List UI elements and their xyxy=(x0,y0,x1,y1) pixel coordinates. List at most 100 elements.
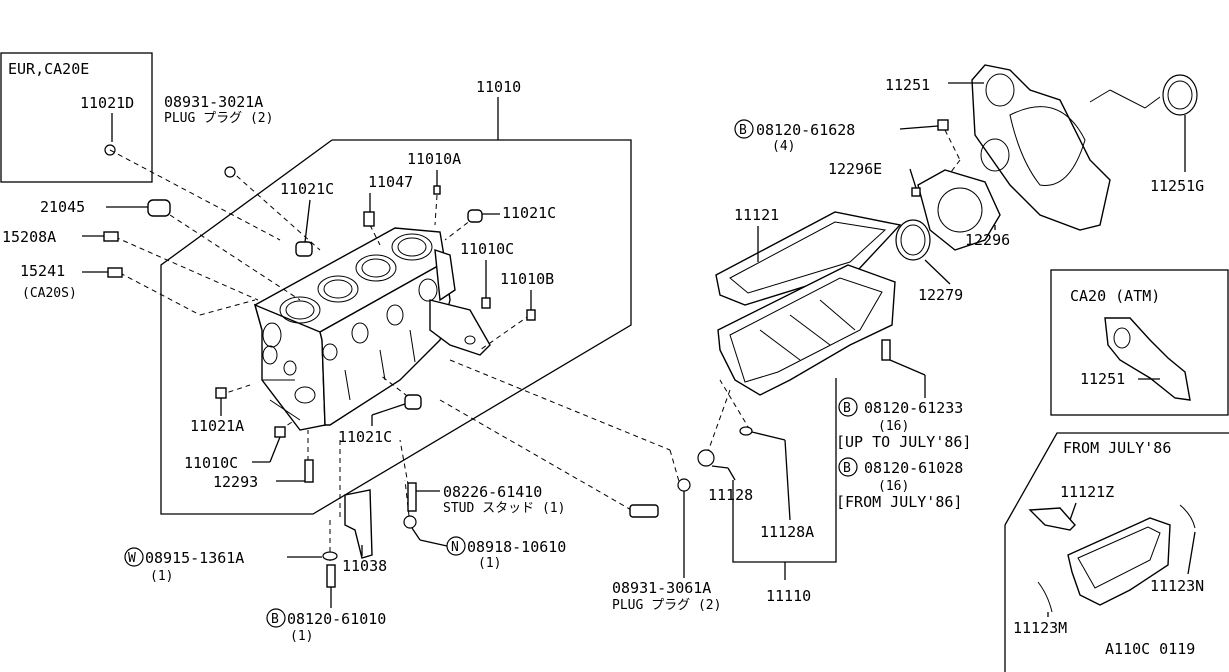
part-label-11128A: 11128A xyxy=(760,523,814,541)
inset-eur-ca20e: EUR,CA20E 11021D xyxy=(0,52,153,183)
part-11021C-b xyxy=(467,209,483,223)
part-label-15241: 15241 xyxy=(20,262,65,280)
part-15241 xyxy=(107,267,123,278)
oil-pan-from-july xyxy=(1067,517,1171,606)
part-label-08120-61628: 08120-61628 xyxy=(756,121,855,139)
part-label-11121Z: 11121Z xyxy=(1060,483,1114,501)
drain-washer-11128A xyxy=(739,426,753,436)
dashed-leaders xyxy=(109,129,961,570)
inset-ca20-atm-title: CA20 (ATM) xyxy=(1070,287,1160,305)
circled-b-icon-4 xyxy=(734,119,754,139)
washer-08915-1361A xyxy=(322,551,338,561)
rear-plate-11251 xyxy=(971,64,1111,231)
circled-b-icon-1 xyxy=(266,608,286,628)
bracket-11038 xyxy=(344,489,373,559)
part-12296E xyxy=(911,187,921,197)
block-labels: 08931-3021A PLUG プラグ (2) 11010A 11047 11… xyxy=(2,93,721,644)
part-label-11251: 11251 xyxy=(885,76,930,94)
part-label-11047: 11047 xyxy=(368,173,413,191)
part-note-15241: (CA20S) xyxy=(22,286,77,301)
part-label-21045: 21045 xyxy=(40,198,85,216)
oil-pan-11110 xyxy=(717,264,896,396)
part-label-08226-61410: 08226-61410 xyxy=(443,483,542,501)
part-label-11110: 11110 xyxy=(766,587,811,605)
part-15208A xyxy=(103,231,119,242)
part-label-11021D: 11021D xyxy=(80,94,134,112)
part-note-bolt-2: [UP TO JULY'86] xyxy=(836,433,971,451)
part-qty-washer: (1) xyxy=(150,569,173,584)
rear-plate-11251-atm xyxy=(1104,317,1191,401)
part-12293 xyxy=(304,459,314,483)
part-label-08120-61028: 08120-61028 xyxy=(864,459,963,477)
part-label-11123N: 11123N xyxy=(1150,577,1204,595)
part-label-11010: 11010 xyxy=(476,78,521,96)
stud-08226-61410 xyxy=(407,482,417,512)
part-label-11121: 11121 xyxy=(734,206,779,224)
diagram-id: A110C 0119 xyxy=(1105,640,1195,658)
circled-w-letter: W xyxy=(128,551,136,566)
part-label-15208A: 15208A xyxy=(2,228,56,246)
part-label-11010B: 11010B xyxy=(500,270,554,288)
part-11021A xyxy=(215,387,227,399)
plug-08931-3021A xyxy=(224,166,236,178)
part-11010A xyxy=(433,185,441,195)
part-note-bolt-3: [FROM JULY'86] xyxy=(836,493,962,511)
part-11047 xyxy=(363,211,375,227)
bolt-08120-61010 xyxy=(326,564,336,588)
circled-b-letter-4: B xyxy=(739,123,747,138)
part-11010C-b xyxy=(274,426,286,438)
inset-from-july-title: FROM JULY'86 xyxy=(1063,439,1171,457)
part-label-12279: 12279 xyxy=(918,286,963,304)
seal-retainer-12296 xyxy=(917,169,1001,251)
small-parts-block xyxy=(103,166,691,588)
part-label-08931-3021A: 08931-3021A xyxy=(164,93,263,111)
part-label-11021C-b: 11021C xyxy=(502,204,556,222)
part-label-12296: 12296 xyxy=(965,231,1010,249)
oil-pan-assembly: 11121 11110 11128 11128A B 08120-61233 (… xyxy=(697,206,971,605)
part-name-plug-2: PLUG プラグ (2) xyxy=(612,598,721,613)
drain-plug-11128 xyxy=(697,449,715,467)
inset-from-july86: FROM JULY'86 11121Z 11123N 11123M A110C … xyxy=(1004,432,1229,672)
inset-eur-title: EUR,CA20E xyxy=(8,60,89,78)
part-label-11021C-a: 11021C xyxy=(280,180,334,198)
part-21045 xyxy=(147,199,171,217)
bolt-08120-61233 xyxy=(881,339,891,361)
part-name-stud: STUD スタッド (1) xyxy=(443,501,565,516)
plug-08931-3061A-b xyxy=(677,478,691,492)
part-qty-bolt-4: (4) xyxy=(772,139,795,154)
block-assembly-bracket: 11010 xyxy=(160,78,632,515)
part-label-11010C-b: 11010C xyxy=(184,454,238,472)
part-label-08120-61010: 08120-61010 xyxy=(287,610,386,628)
part-qty-bolt-1: (1) xyxy=(290,629,313,644)
part-label-11123M: 11123M xyxy=(1013,619,1067,637)
part-11021C-c xyxy=(404,394,422,410)
circled-b-letter-1: B xyxy=(271,612,279,627)
part-qty-bolt-3: (16) xyxy=(878,479,909,494)
part-label-11021C-c: 11021C xyxy=(338,428,392,446)
part-qty-bolt-2: (16) xyxy=(878,419,909,434)
part-label-11010A: 11010A xyxy=(407,150,461,168)
circled-b-letter-3: B xyxy=(843,461,851,476)
inset-ca20-atm: CA20 (ATM) 11251 xyxy=(1050,269,1229,416)
seal-11123M xyxy=(1037,581,1053,613)
part-label-08120-61233: 08120-61233 xyxy=(864,399,963,417)
part-label-08918-10610: 08918-10610 xyxy=(467,538,566,556)
circled-b-icon-2 xyxy=(838,397,858,417)
gasket-11121Z xyxy=(1028,507,1076,531)
part-11010C-a xyxy=(481,297,491,309)
part-label-11128: 11128 xyxy=(708,486,753,504)
part-label-11021A: 11021A xyxy=(190,417,244,435)
plug-08931-3061A-a xyxy=(629,504,659,518)
part-qty-nut: (1) xyxy=(478,556,501,571)
part-label-12293: 12293 xyxy=(213,473,258,491)
circled-b-letter-2: B xyxy=(843,401,851,416)
part-label-08931-3061A: 08931-3061A xyxy=(612,579,711,597)
part-label-11251-atm: 11251 xyxy=(1080,370,1125,388)
part-label-08915-1361A: 08915-1361A xyxy=(145,549,244,567)
part-label-11038: 11038 xyxy=(342,557,387,575)
part-label-12296E: 12296E xyxy=(828,160,882,178)
part-name-plug-1: PLUG プラグ (2) xyxy=(164,111,273,126)
rear-plate-assembly: 11251 11251G B 08120-61628 (4) 12296E 12… xyxy=(734,64,1204,304)
part-11010B xyxy=(526,309,536,321)
